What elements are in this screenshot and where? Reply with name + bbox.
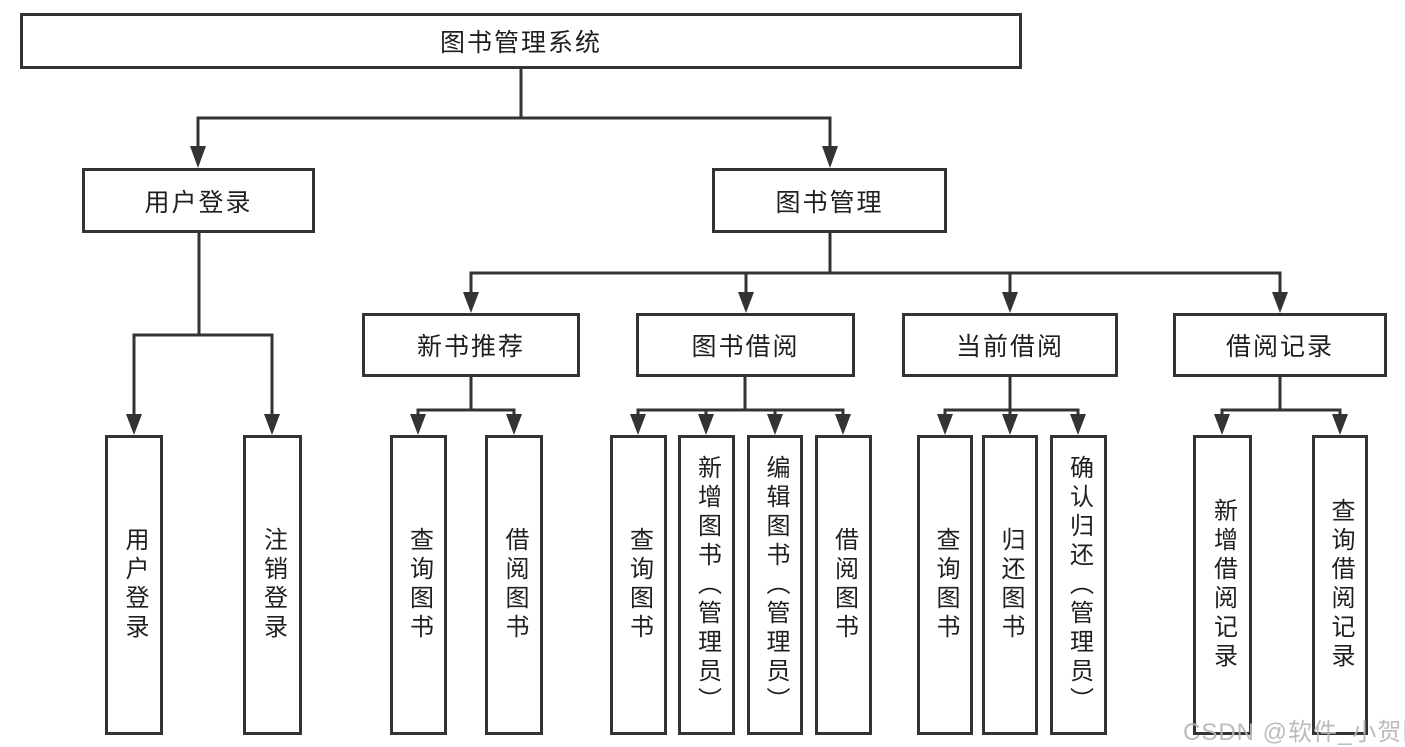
connector-root-to-level2: [196, 67, 832, 148]
arrow-down-icon: [630, 414, 646, 435]
connector-recommend-to-leaves: [416, 375, 516, 416]
connector-lines: [132, 67, 1342, 416]
connector-userlogin-to-leaves: [132, 231, 274, 416]
arrow-down-icon: [738, 292, 754, 313]
node-new-book-recommend: 新书推荐: [362, 313, 580, 377]
leaf-current-query-books: 查询图书: [917, 435, 973, 735]
arrow-down-icon: [410, 414, 426, 435]
arrow-down-icon: [767, 414, 783, 435]
node-borrowing-records: 借阅记录: [1173, 313, 1387, 377]
arrow-down-icon: [1214, 414, 1230, 435]
leaf-logout: 注销登录: [243, 435, 302, 735]
leaf-current-confirm-return-admin: 确认归还（管理员）: [1050, 435, 1107, 735]
leaf-recommend-query-books: 查询图书: [390, 435, 447, 735]
arrow-down-icon: [1070, 414, 1086, 435]
node-user-login: 用户登录: [82, 168, 315, 233]
node-current-borrowing: 当前借阅: [902, 313, 1118, 377]
leaf-borrowing-query-books: 查询图书: [610, 435, 667, 735]
node-book-borrowing: 图书借阅: [636, 313, 855, 377]
arrow-down-icon: [506, 414, 522, 435]
leaf-records-query-record: 查询借阅记录: [1312, 435, 1368, 735]
arrow-down-icon: [822, 146, 838, 168]
connector-borrowing-to-leaves: [636, 375, 845, 416]
leaf-borrowing-borrow-books: 借阅图书: [815, 435, 872, 735]
arrow-down-icon: [1002, 292, 1018, 313]
arrow-down-icon: [937, 414, 953, 435]
arrow-down-icon: [1272, 292, 1288, 313]
arrow-down-icon: [698, 414, 714, 435]
node-book-management: 图书管理: [712, 168, 947, 233]
arrow-down-icon: [835, 414, 851, 435]
arrow-down-icon: [126, 414, 142, 435]
leaf-records-add-record: 新增借阅记录: [1193, 435, 1252, 735]
connector-bookmgmt-to-level3: [469, 231, 1282, 294]
arrow-down-icon: [264, 414, 280, 435]
leaf-borrowing-edit-books-admin: 编辑图书（管理员）: [747, 435, 803, 735]
arrow-down-icon: [190, 146, 206, 168]
arrow-down-icon: [1002, 414, 1018, 435]
arrowheads: [126, 146, 1348, 435]
arrow-down-icon: [463, 292, 479, 313]
leaf-user-login: 用户登录: [105, 435, 163, 735]
connector-records-to-leaves: [1220, 375, 1342, 416]
arrow-down-icon: [1332, 414, 1348, 435]
leaf-recommend-borrow-books: 借阅图书: [485, 435, 543, 735]
leaf-current-return-books: 归还图书: [982, 435, 1038, 735]
connector-current-to-leaves: [943, 375, 1080, 416]
csdn-watermark: CSDN @软件_小贺同学: [1183, 719, 1405, 746]
node-root-library-system: 图书管理系统: [20, 13, 1022, 69]
leaf-borrowing-add-books-admin: 新增图书（管理员）: [678, 435, 735, 735]
